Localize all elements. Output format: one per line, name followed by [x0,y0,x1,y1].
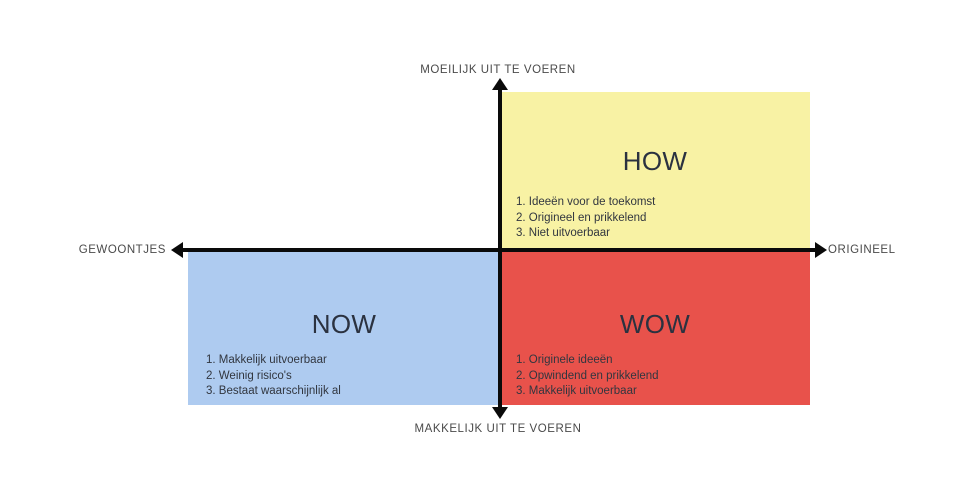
quadrant-now: NOW 1. Makkelijk uitvoerbaar 2. Weinig r… [188,250,500,405]
axis-label-top: MOEILIJK UIT TE VOEREN [420,64,576,76]
list-item: 1. Makkelijk uitvoerbaar [206,354,327,366]
list-item: 3. Bestaat waarschijnlijk al [206,385,341,398]
arrow-left-icon [171,242,183,258]
quadrant-now-title: NOW [311,309,377,339]
quadrant-wow-list: 1. Originele ideeën 2. Opwindend en prik… [516,353,659,400]
quadrant-now-list: 1. Makkelijk uitvoerbaar 2. Weinig risic… [206,353,341,400]
axis-label-left: GEWOONTJES [78,244,166,256]
quadrant-how-title: HOW [622,146,688,176]
list-item: 3. Makkelijk uitvoerbaar [516,385,637,398]
arrow-up-icon [492,78,508,90]
axis-label-right: ORIGINEEL [828,244,896,256]
quadrant-wow-title: WOW [619,309,691,339]
list-item: 2. Opwindend en prikkelend [516,369,659,382]
arrow-down-icon [492,407,508,419]
quadrant-how-list: 1. Ideeën voor de toekomst 2. Origineel … [516,195,655,242]
quadrant-how: HOW 1. Ideeën voor de toekomst 2. Origin… [500,92,810,250]
quadrant-wow: WOW 1. Originele ideeën 2. Opwindend en … [500,250,810,405]
list-item: 1. Ideeën voor de toekomst [516,196,656,208]
list-item: 3. Niet uitvoerbaar [516,227,610,240]
vertical-axis-line [498,85,502,415]
axis-label-bottom: MAKKELIJK UIT TE VOEREN [414,423,582,435]
list-item: 2. Origineel en prikkelend [516,211,647,224]
arrow-right-icon [815,242,827,258]
list-item: 1. Originele ideeën [516,354,613,366]
list-item: 2. Weinig risico's [206,369,292,382]
